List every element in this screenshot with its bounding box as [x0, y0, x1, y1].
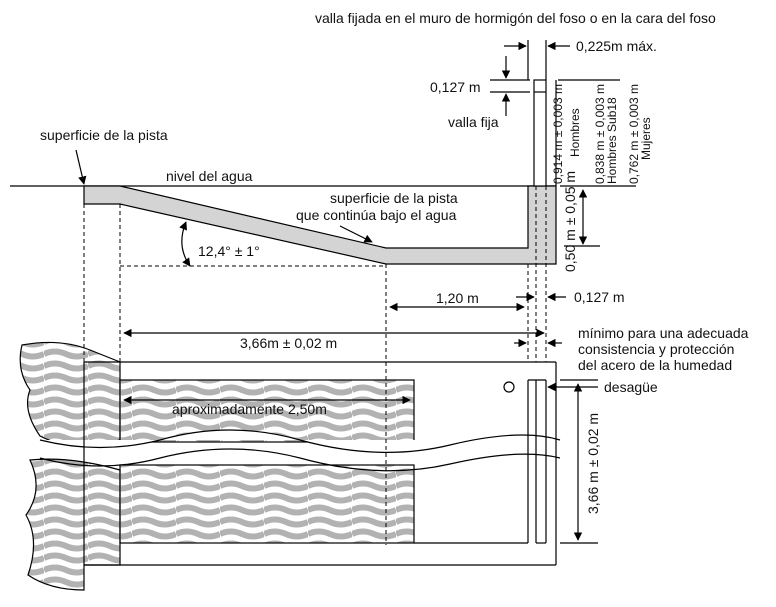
- dimensions: [75, 41, 598, 544]
- label-fixed-rail: valla fija: [448, 114, 499, 130]
- label-rail-height: 0,127 m: [430, 79, 481, 95]
- cross-section: [10, 40, 636, 545]
- label-track-under-water-1: superficie de la pista: [330, 190, 458, 206]
- label-minimum-3: del acero de la humedad: [578, 357, 732, 373]
- label-drain: desagüe: [604, 379, 658, 395]
- label-max-width: 0,225m máx.: [576, 38, 657, 54]
- pit-section: [83, 185, 557, 265]
- label-post-width: 0,127 m: [574, 289, 625, 305]
- label-hurdle-women-value: 0,762 m ± 0,003 m: [627, 84, 641, 184]
- label-hurdle-u18-value: 0,838 m ± 0,003 m: [593, 84, 607, 184]
- label-hurdle-u18: Hombres Sub18: [605, 97, 619, 184]
- plan-water-bottom: [119, 464, 415, 544]
- label-top-caption: valla fijada en el muro de hormigón del …: [315, 10, 716, 26]
- label-depth-050: 0,50 m ± 0,05 m: [562, 171, 578, 272]
- label-hurdle-men-value: 0,914 m ± 0,003 m: [551, 84, 565, 184]
- label-hurdle-women: Mujeres: [639, 117, 653, 160]
- label-slope-angle: 12,4° ± 1°: [198, 243, 260, 259]
- label-minimum-1: mínimo para una adecuada: [578, 325, 749, 341]
- label-length-366: 3,66m ± 0,02 m: [240, 335, 337, 351]
- break-line-top: [39, 429, 561, 453]
- label-minimum-2: consistencia y protección: [578, 341, 734, 357]
- label-water-level: nivel del agua: [166, 168, 253, 184]
- label-hurdle-men: Hombres: [568, 108, 582, 157]
- break-line-bottom: [39, 448, 561, 472]
- label-track-under-water-2: que continúa bajo el agua: [296, 207, 457, 223]
- label-width-366-vertical: 3,66 m ± 0,02 m: [585, 413, 601, 514]
- label-length-120: 1,20 m: [436, 290, 479, 306]
- label-approx-250: aproximadamente 2,50m: [172, 401, 327, 417]
- plan-left-bottom: [25, 458, 121, 591]
- label-track-surface: superficie de la pista: [40, 127, 168, 143]
- drain-icon: [503, 381, 515, 393]
- plan-water-top: [119, 379, 415, 443]
- plan-view: [19, 341, 561, 591]
- hurdle-post: [533, 79, 547, 187]
- plan-left-top: [19, 341, 121, 446]
